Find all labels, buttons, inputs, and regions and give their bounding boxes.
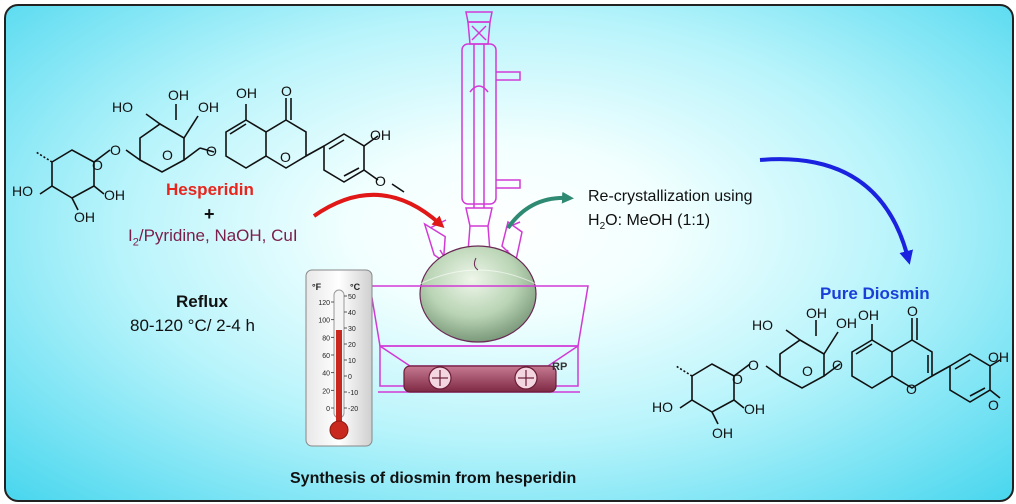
fahrenheit-scale: 120 100 80 60 40 20 0 — [318, 300, 334, 413]
atom-ho: HO — [752, 317, 773, 333]
celsius-tick-label: 10 — [348, 358, 356, 365]
recrystallization-label: Re-crystallization using — [588, 188, 753, 205]
atom-o: O — [281, 83, 292, 99]
atom-oh: OH — [198, 99, 219, 115]
atom-o: O — [162, 147, 173, 163]
atom-oh: OH — [236, 85, 257, 101]
atom-ho: HO — [112, 99, 133, 115]
fahrenheit-tick-label: 80 — [322, 335, 330, 342]
atom-oh: OH — [806, 305, 827, 321]
unit-f: °F — [312, 282, 322, 292]
figure-caption: Synthesis of diosmin from hesperidin — [290, 470, 577, 487]
atom-ho: HO — [12, 183, 33, 199]
atom-oh: OH — [104, 187, 125, 203]
celsius-tick-label: 50 — [348, 294, 356, 301]
atom-oh: OH — [168, 87, 189, 103]
atom-oh: OH — [370, 127, 391, 143]
diosmin-structure — [675, 318, 1001, 425]
fahrenheit-tick-label: 60 — [322, 353, 330, 360]
fahrenheit-tick-label: 40 — [322, 371, 330, 378]
celsius-scale: 50 40 30 20 10 0 -10 -20 — [344, 294, 358, 413]
atom-oh: OH — [74, 209, 95, 225]
atom-o: O — [802, 363, 813, 379]
knob-left — [428, 366, 452, 390]
plus-sign: + — [204, 204, 215, 224]
recrystallization-arrow-teal — [506, 191, 574, 230]
fahrenheit-tick-label: 0 — [326, 406, 330, 413]
atom-ho: HO — [652, 399, 673, 415]
celsius-tick-label: 40 — [348, 310, 356, 317]
hesperidin-atom-labels: HO OH OH O O HO OH OH O O OH O O OH O — [12, 83, 391, 225]
atom-o: O — [92, 157, 103, 173]
celsius-tick-label: 0 — [348, 374, 352, 381]
purification-arrow-blue — [759, 157, 914, 265]
atom-o: O — [907, 303, 918, 319]
atom-oh: OH — [744, 401, 765, 417]
atom-o: O — [906, 381, 917, 397]
atom-o: O — [832, 357, 843, 373]
atom-o: O — [280, 149, 291, 165]
atom-oh: OH — [712, 425, 733, 441]
atom-o: O — [988, 397, 999, 413]
reagents-subscript: 2 — [132, 236, 139, 249]
atom-o: O — [110, 142, 121, 158]
hesperidin-label: Hesperidin — [166, 180, 254, 199]
solvent-h: H — [588, 212, 600, 229]
celsius-tick-label: 30 — [348, 326, 356, 333]
round-bottom-flask — [419, 245, 537, 343]
unit-c: °C — [350, 282, 361, 292]
atom-o: O — [732, 371, 743, 387]
celsius-tick-label: -10 — [348, 390, 358, 397]
product-label: Pure Diosmin — [820, 284, 930, 303]
reflux-apparatus — [423, 11, 523, 267]
fahrenheit-tick-label: 100 — [318, 318, 330, 325]
knob-right — [514, 366, 538, 390]
atom-oh: OH — [988, 349, 1009, 365]
hesperidin-structure — [35, 98, 405, 211]
fahrenheit-tick-label: 120 — [318, 300, 330, 307]
solvent-rest: O: MeOH (1:1) — [605, 212, 711, 229]
reagents-label: I2/Pyridine, NaOH, CuI — [128, 226, 298, 248]
atom-o: O — [748, 357, 759, 373]
diosmin-atom-labels: HO OH OH O O HO OH OH O O OH O O OH O — [652, 303, 1009, 441]
reagents-rest: /Pyridine, NaOH, CuI — [138, 226, 298, 245]
solvent-subscript: 2 — [599, 221, 606, 233]
atom-o: O — [375, 173, 386, 189]
celsius-tick-label: -20 — [348, 406, 358, 413]
reaction-arrow-red — [312, 192, 445, 229]
celsius-tick-label: 20 — [348, 342, 356, 349]
reagents-iodine: I — [128, 226, 133, 245]
atom-oh: OH — [836, 315, 857, 331]
solvent-label: H2O: MeOH (1:1) — [588, 212, 710, 232]
atom-o: O — [206, 143, 217, 159]
fahrenheit-tick-label: 20 — [322, 388, 330, 395]
atom-oh: OH — [858, 307, 879, 323]
reflux-label: Reflux — [176, 292, 228, 311]
stirrer-badge: RP — [552, 361, 567, 373]
conditions-label: 80-120 °C/ 2-4 h — [130, 316, 255, 335]
